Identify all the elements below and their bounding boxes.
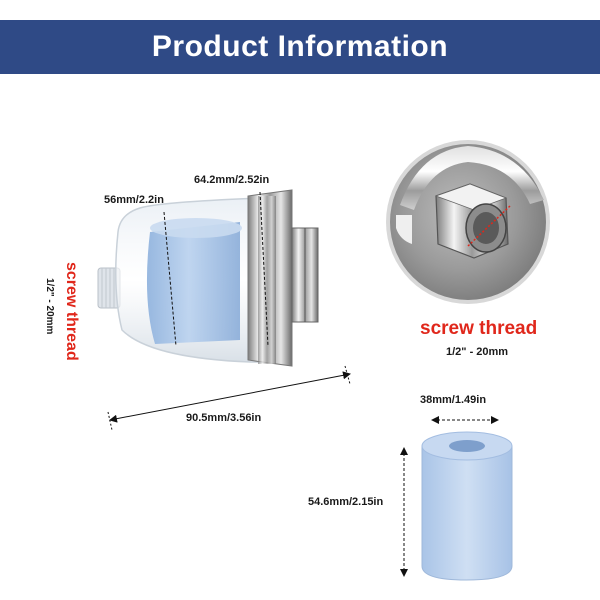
- closeup-thread-size: 1/2" - 20mm: [446, 346, 509, 358]
- filter-housing: [97, 189, 319, 367]
- neck-dimension-label: 56mm/2.2in: [104, 194, 164, 206]
- side-thread-size: 1/2" - 20mm: [44, 278, 55, 335]
- filter-cartridge: [421, 431, 513, 581]
- closeup-thread-title: screw thread: [420, 318, 538, 339]
- cartridge-dimension-lines: [400, 416, 499, 577]
- length-dimension-label: 90.5mm/3.56in: [186, 412, 262, 424]
- cartridge-width-label: 38mm/1.49in: [420, 394, 487, 406]
- cartridge-height-label: 54.6mm/2.15in: [308, 496, 384, 508]
- cap-dimension-label: 64.2mm/2.52in: [194, 174, 270, 186]
- thread-closeup: [386, 140, 550, 304]
- page-title: Product Information: [151, 30, 449, 63]
- filter-dimension-lines: [107, 191, 351, 431]
- side-thread-label: screw thread: [62, 262, 80, 361]
- side-thread-size-wrap: 1/2" - 20mm: [42, 278, 60, 334]
- side-thread-title: screw thread: [63, 262, 80, 361]
- header-banner: Product Information: [0, 20, 600, 74]
